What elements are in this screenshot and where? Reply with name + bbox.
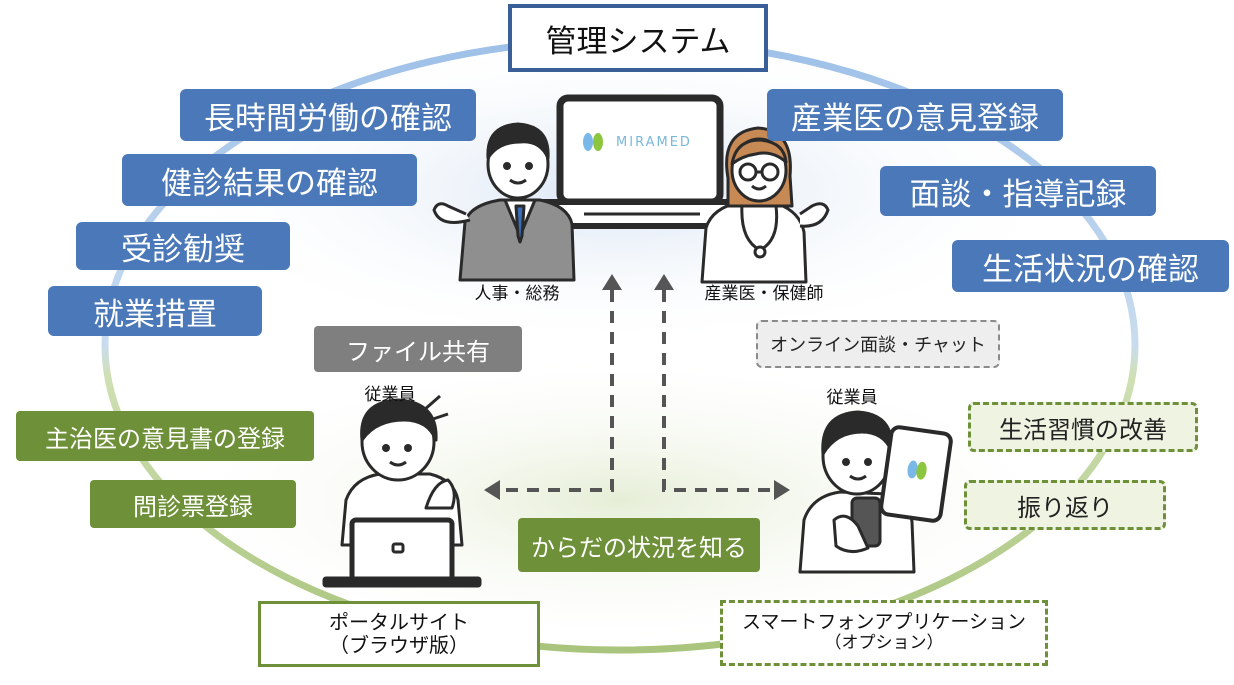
miramed-logo-text: MIRAMED <box>616 134 692 150</box>
occupational-doctor-nurse-label: 産業医・保健師 <box>704 283 824 304</box>
arrow-left-icon <box>484 480 500 500</box>
employee-label-right: 従業員 <box>826 387 878 408</box>
hr-general-affairs-label: 人事・総務 <box>474 283 560 304</box>
portal-employee-illustration <box>322 394 482 588</box>
data-flow-arrows <box>500 290 774 492</box>
miramed-logo-icon <box>583 133 603 151</box>
smartphone-app-box: スマートフォンアプリケーション （オプション） <box>720 600 1048 666</box>
online-interview-chat-label: オンライン面談・チャット <box>756 320 1000 368</box>
employment-measures-label: 就業措置 <box>48 286 262 336</box>
smartphone-illustration <box>879 425 953 523</box>
lifestyle-improvement-label: 生活習慣の改善 <box>968 402 1198 452</box>
management-system-title: 管理システム <box>508 4 768 72</box>
long-work-hours-check-label: 長時間労働の確認 <box>180 89 476 141</box>
interview-guidance-record-label: 面談・指導記録 <box>880 166 1156 216</box>
arrow-up-right-icon <box>654 274 674 290</box>
smartphone-app-title: スマートフォンアプリケーション <box>741 611 1027 634</box>
file-share-label: ファイル共有 <box>314 326 522 372</box>
arrow-up-left-icon <box>602 274 622 290</box>
lifestyle-status-check-label: 生活状況の確認 <box>952 240 1229 292</box>
smartphone-app-subtitle: （オプション） <box>824 633 944 654</box>
consultation-recommendation-label: 受診勧奨 <box>76 222 290 270</box>
portal-site-subtitle: （ブラウザ版） <box>329 633 469 657</box>
reflection-label: 振り返り <box>964 480 1166 530</box>
app-logo-icon <box>907 460 927 480</box>
attending-doctor-opinion-registration-label: 主治医の意見書の登録 <box>16 411 314 461</box>
hr-staff-illustration <box>432 122 576 282</box>
body-status-label: からだの状況を知る <box>518 518 760 572</box>
questionnaire-registration-label: 問診票登録 <box>90 480 296 528</box>
doctor-opinion-registration-label: 産業医の意見登録 <box>767 89 1063 141</box>
doctor-illustration <box>700 126 830 284</box>
health-checkup-results-label: 健診結果の確認 <box>122 154 417 206</box>
arrow-right-icon <box>774 480 790 500</box>
portal-site-box: ポータルサイト （ブラウザ版） <box>258 601 540 667</box>
portal-site-title: ポータルサイト <box>329 610 469 634</box>
employee-label-left: 従業員 <box>364 384 416 405</box>
